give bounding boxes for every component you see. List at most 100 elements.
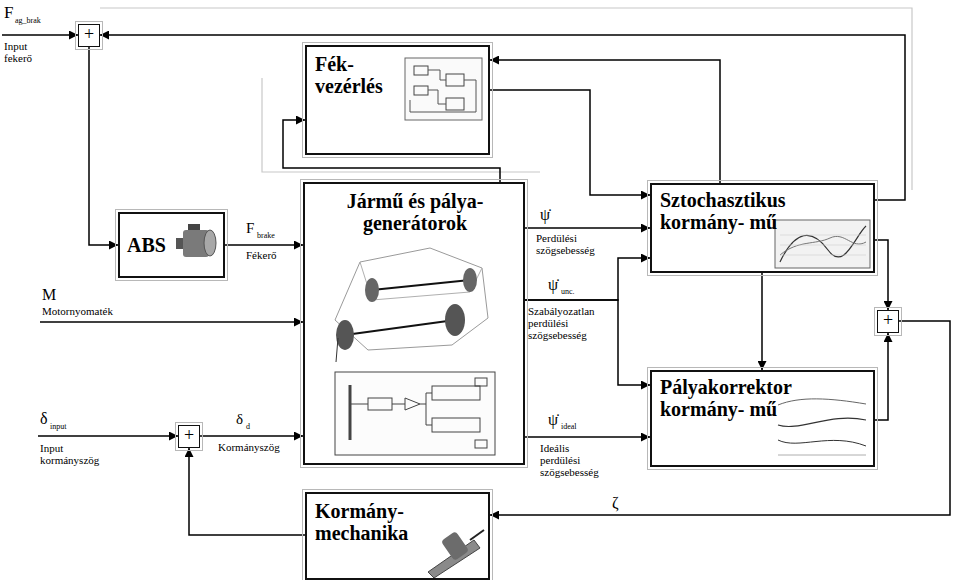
signal-connector — [875, 333, 888, 420]
abs-motor-figure — [176, 224, 216, 257]
label-slot: Motornyomaték — [42, 305, 113, 317]
chart-grid — [780, 235, 866, 255]
chart-curve — [778, 399, 866, 405]
signal-connector — [200, 435, 303, 437]
signal-subscript: ag_brak — [15, 17, 41, 26]
process-box: Pályakorrektor kormány- mű — [650, 370, 875, 467]
car-axle — [345, 320, 455, 335]
signal-connector — [100, 35, 905, 200]
figure-block — [432, 418, 480, 432]
figure-gain — [405, 398, 420, 410]
label-slot: F — [4, 4, 13, 23]
figure-block — [446, 74, 464, 86]
signal-symbol: ζ — [612, 494, 619, 512]
signal-symbol: F — [246, 220, 254, 237]
label-slot: unc. — [561, 288, 575, 297]
label-slot: δ — [40, 410, 48, 428]
figure-port — [475, 440, 487, 448]
input-line — [40, 321, 303, 323]
steering-motor — [441, 531, 470, 561]
signal-subscript: unc. — [561, 288, 575, 297]
label-slot: M — [42, 286, 56, 304]
box-title: Jármű és pálya- generátorok — [315, 190, 515, 234]
signal-symbol: ψ̇ — [548, 411, 558, 429]
figure-frame — [335, 372, 495, 455]
motor-connector — [188, 224, 200, 230]
car-axle — [372, 280, 470, 290]
process-box: Fék- vezérlés — [305, 45, 490, 155]
label-slot: Fékerő — [246, 249, 277, 261]
car-wheel — [463, 268, 477, 292]
signal-connector — [875, 240, 888, 310]
signal-name: Szabályozatlan perdülési szögsebesség — [528, 305, 608, 341]
figure-wire — [420, 393, 432, 404]
signal-symbol: δ — [236, 411, 243, 428]
signal-connector — [525, 436, 650, 438]
brake-controller-figure — [405, 58, 482, 120]
signal-name: Input fekerő — [4, 40, 44, 64]
process-box: Jármű és pálya- generátorok — [303, 182, 525, 465]
process-box: Sztochasztikus kormány- mű — [650, 183, 875, 273]
stochastic-chart-figure — [775, 220, 870, 268]
sum-sign: + — [878, 311, 898, 329]
label-slot: Input fekerő — [4, 40, 44, 64]
signal-connector — [525, 258, 650, 300]
signal-name: Motornyomaték — [42, 305, 113, 317]
label-slot: Perdülési szögsebesség — [536, 232, 604, 256]
car-wheel — [336, 320, 354, 350]
box-title: Pályakorrektor kormány- mű — [660, 376, 791, 420]
signal-connector — [490, 90, 650, 195]
figure-block — [432, 386, 480, 400]
signal-symbol: M — [42, 286, 56, 304]
sum-junction: + — [178, 425, 200, 448]
label-slot: Ideális perdülési szögsebesség — [540, 442, 610, 478]
figure-wire — [350, 404, 368, 405]
block-diagram-figure — [335, 372, 495, 455]
signal-name: Kormányszög — [218, 441, 280, 453]
car-body — [335, 248, 488, 350]
chart-curve — [778, 440, 866, 446]
signal-connector — [283, 120, 500, 182]
label-slot: ψ̇ — [548, 411, 558, 429]
chart-curve — [778, 418, 866, 426]
connector-layer — [89, 35, 950, 535]
label-slot: input — [50, 423, 66, 432]
steering-shaft — [470, 530, 484, 540]
signal-symbol: ψ̇ — [540, 206, 550, 224]
car-wheel — [445, 304, 465, 336]
sum-junction: + — [877, 310, 899, 333]
sum-junction: + — [78, 24, 100, 47]
label-slot: ψ̇ — [548, 276, 558, 294]
figure-bus — [349, 385, 352, 440]
path-corrector-figure — [778, 399, 866, 455]
car-wheel — [365, 278, 379, 302]
label-slot: ag_brak — [15, 17, 41, 26]
signal-name: Fékerő — [246, 249, 277, 261]
figure-wire — [428, 70, 446, 80]
signal-name: Input kormányszög — [40, 442, 110, 466]
label-slot: Input kormányszög — [40, 442, 110, 466]
sum-sign: + — [179, 426, 199, 444]
box-title: Fék- vezérlés — [315, 53, 383, 97]
signal-connector — [490, 60, 720, 183]
figure-wire — [426, 404, 432, 425]
figure-wire — [392, 404, 405, 405]
figure-block — [414, 86, 428, 95]
figure-block — [368, 398, 392, 410]
signal-symbol: F — [4, 4, 13, 23]
signal-connector — [525, 300, 650, 385]
figure-wire — [410, 80, 476, 112]
shadow-line — [262, 78, 540, 172]
input-line — [2, 34, 78, 36]
process-box: ABS — [118, 212, 225, 278]
label-slot: F — [246, 220, 254, 237]
signal-subscript: brake — [257, 232, 275, 241]
signal-subscript: ideal — [561, 423, 577, 432]
chart-axis — [778, 455, 866, 456]
label-slot: d — [246, 423, 250, 432]
vehicle-figure — [335, 248, 488, 362]
box-title: Sztochasztikus kormány- mű — [660, 189, 786, 233]
figure-port — [475, 378, 487, 386]
signal-connector — [490, 321, 950, 515]
